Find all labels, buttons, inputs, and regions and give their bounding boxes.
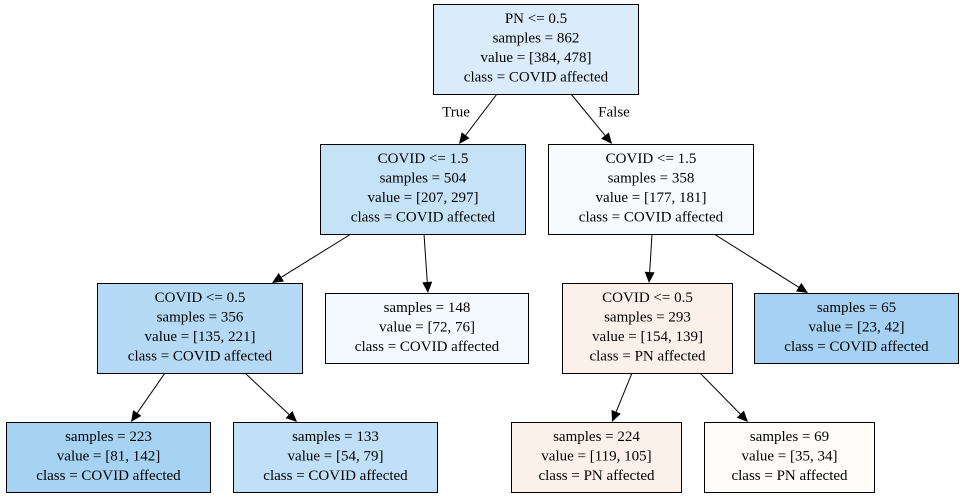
node-line: value = [207, 297]: [368, 190, 479, 206]
node-line: samples = 862: [493, 31, 580, 47]
tree-node-n8: samples = 133 value = [54, 79] class = COV…: [233, 422, 438, 493]
arrowhead-icon: [272, 272, 284, 283]
edge-line: [136, 372, 166, 414]
node-line: samples = 148: [384, 300, 471, 316]
tree-node-n1: COVID <= 1.5 samples = 504 value = [207, 2…: [320, 144, 526, 235]
node-line: COVID <= 0.5: [602, 290, 693, 306]
arrowhead-icon: [422, 281, 433, 293]
arrowhead-icon: [459, 132, 470, 144]
arrowhead-icon: [611, 409, 621, 422]
edge-n1-n4: [422, 233, 433, 293]
node-line: class = COVID affected: [784, 339, 929, 355]
node-line: samples = 69: [750, 429, 829, 445]
node-line: value = [72, 76]: [379, 319, 475, 335]
arrowhead-icon: [644, 271, 655, 283]
node-line: class = COVID affected: [263, 468, 408, 484]
node-line: value = [154, 139]: [592, 329, 703, 345]
node-box: [97, 283, 303, 374]
node-line: samples = 358: [608, 171, 695, 187]
arrowhead-icon: [736, 410, 748, 422]
node-box: [562, 283, 733, 374]
node-line: value = [177, 181]: [596, 190, 707, 206]
edge-n5-n9: [611, 372, 633, 422]
tree-node-n6: samples = 65 value = [23, 42] class = COVI…: [754, 293, 959, 364]
node-line: value = [384, 478]: [481, 50, 592, 66]
node-line: samples = 293: [604, 310, 691, 326]
edge-label-true: True: [442, 104, 470, 120]
edge-line: [699, 372, 741, 415]
edge-line: [281, 233, 352, 278]
node-line: samples = 223: [65, 429, 152, 445]
tree-node-n10: samples = 69 value = [35, 34] class = PN a…: [704, 422, 875, 493]
node-line: class = PN affected: [731, 468, 848, 484]
node-line: COVID <= 0.5: [155, 290, 246, 306]
node-line: class = COVID affected: [355, 339, 500, 355]
edge-n1-n3: [272, 233, 352, 283]
node-line: value = [119, 105]: [541, 448, 651, 464]
tree-node-n3: COVID <= 0.5 samples = 356 value = [135, 2…: [97, 283, 303, 374]
node-box: [704, 422, 875, 493]
node-line: samples = 504: [380, 171, 467, 187]
node-line: class = PN affected: [538, 468, 655, 484]
node-box: [548, 144, 754, 235]
node-line: samples = 133: [292, 429, 379, 445]
edge-line: [713, 233, 799, 288]
node-line: value = [54, 79]: [288, 448, 384, 464]
node-line: class = COVID affected: [579, 210, 724, 226]
node-line: value = [35, 34]: [742, 448, 838, 464]
edge-n2-n6: [713, 233, 808, 293]
node-line: samples = 356: [157, 310, 244, 326]
node-box: [233, 422, 438, 493]
edge-line: [615, 372, 633, 413]
tree-node-n4: samples = 148 value = [72, 76] class = COV…: [325, 293, 529, 364]
node-line: value = [135, 221]: [145, 329, 256, 345]
node-line: class = COVID affected: [464, 70, 609, 86]
edge-n3-n8: [244, 372, 297, 422]
node-box: [325, 293, 529, 364]
node-line: class = PN affected: [589, 349, 706, 365]
edge-line: [244, 372, 290, 415]
edge-n3-n7: [131, 372, 166, 422]
arrowhead-icon: [601, 132, 612, 144]
edge-line: [465, 93, 498, 136]
edge-n5-n10: [699, 372, 748, 422]
edge-n0-n2: False: [570, 93, 630, 144]
arrowhead-icon: [796, 282, 808, 293]
node-line: COVID <= 1.5: [606, 151, 697, 167]
node-box: [754, 293, 959, 364]
edge-label-false: False: [598, 104, 630, 120]
arrowhead-icon: [285, 410, 297, 422]
edge-line: [423, 233, 428, 283]
edge-line: [570, 93, 606, 136]
node-line: value = [23, 42]: [809, 319, 905, 335]
arrowhead-icon: [131, 410, 142, 422]
node-line: class = COVID affected: [128, 349, 273, 365]
node-box: [320, 144, 526, 235]
tree-node-n5: COVID <= 0.5 samples = 293 value = [154, 1…: [562, 283, 733, 374]
node-line: PN <= 0.5: [505, 11, 567, 27]
node-line: samples = 224: [553, 429, 640, 445]
node-line: class = COVID affected: [36, 468, 181, 484]
node-line: samples = 65: [817, 300, 896, 316]
node-line: value = [81, 142]: [57, 448, 160, 464]
node-line: COVID <= 1.5: [378, 151, 469, 167]
tree-node-n0: PN <= 0.5 samples = 862 value = [384, 478]…: [433, 4, 639, 95]
edge-n2-n5: [644, 233, 655, 283]
edge-n0-n1: True: [442, 93, 498, 144]
tree-node-n9: samples = 224 value = [119, 105] class = P…: [511, 422, 682, 493]
tree-node-n2: COVID <= 1.5 samples = 358 value = [177, 1…: [548, 144, 754, 235]
edge-line: [649, 233, 653, 273]
tree-node-n7: samples = 223 value = [81, 142] class = CO…: [6, 422, 211, 493]
node-box: [511, 422, 682, 493]
node-line: class = COVID affected: [351, 210, 496, 226]
node-box: [433, 4, 639, 95]
node-box: [6, 422, 211, 493]
